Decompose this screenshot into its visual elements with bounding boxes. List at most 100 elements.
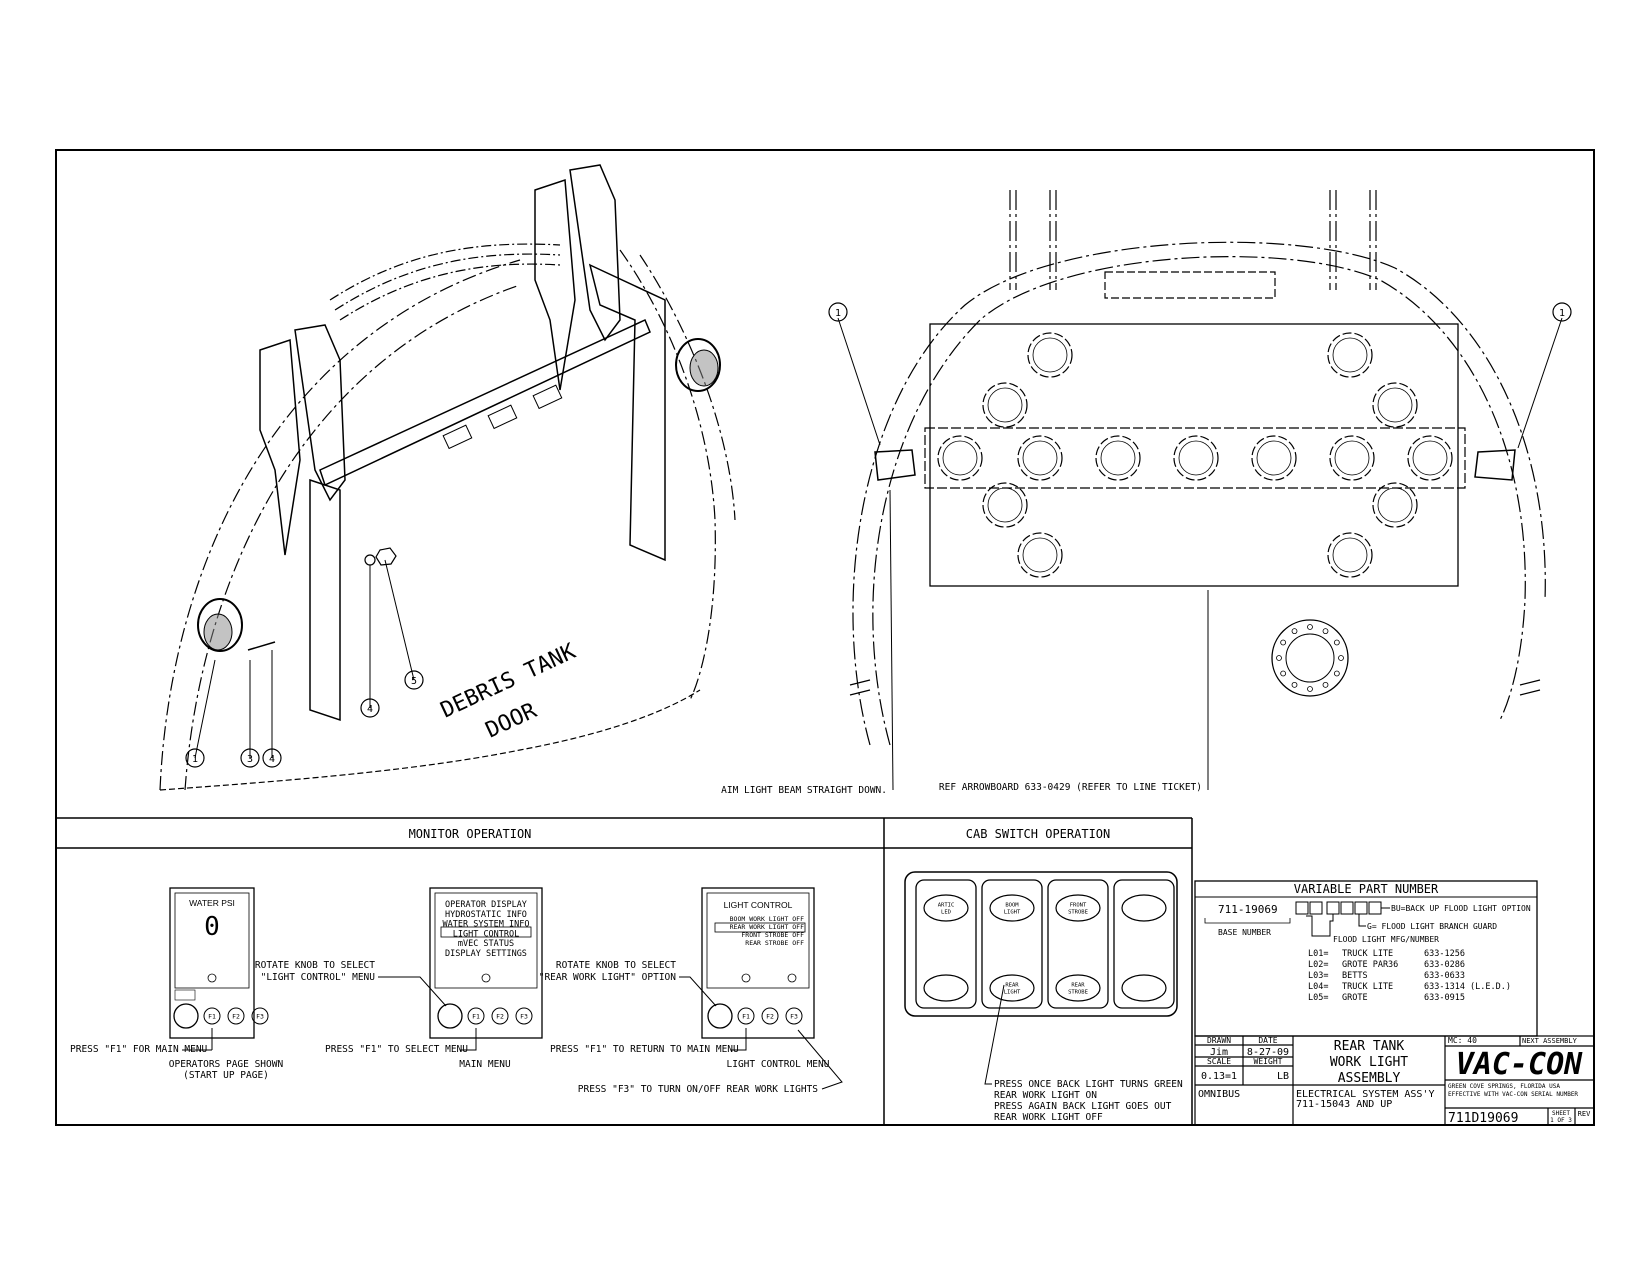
nut — [375, 547, 397, 566]
cab-note-4: REAR WORK LIGHT OFF — [994, 1112, 1103, 1123]
plan-hole — [1027, 332, 1073, 378]
switch-label: LIGHT — [1004, 990, 1021, 996]
tb-location: GREEN COVE SPRINGS, FLORIDA USA — [1448, 1083, 1560, 1090]
function-button — [203, 1007, 221, 1025]
washer — [364, 554, 376, 566]
tb-title-2: WORK LIGHT — [1330, 1055, 1408, 1070]
switch-indicator — [989, 974, 1035, 1002]
balloon-4a — [262, 748, 282, 768]
vpn-option-text: 633-0915 — [1424, 993, 1465, 1003]
vpn-base-label: BASE NUMBER — [1218, 928, 1271, 937]
plan-hole — [1407, 435, 1453, 481]
tb-sheet: 1 OF 3 — [1550, 1117, 1572, 1124]
tank-outline-arc — [334, 253, 561, 311]
tb-mc: MC: 40 — [1448, 1036, 1477, 1045]
iso-balloons: 1 3 4 4 5 — [185, 670, 424, 768]
flange-hole — [1322, 681, 1329, 688]
plan-hole-inner — [1332, 537, 1368, 573]
flange — [1271, 619, 1349, 697]
function-button-label: F2 — [496, 1013, 504, 1021]
right-mount-bracket — [588, 263, 666, 562]
tank-outline-arc — [159, 259, 521, 791]
vpn-header: VARIABLE PART NUMBER — [1294, 882, 1439, 896]
right-work-light — [675, 338, 721, 392]
switch-label: STROBE — [1068, 910, 1088, 916]
plan-hole-inner — [1334, 440, 1370, 476]
tb-sheet-label: SHEET — [1552, 1110, 1570, 1117]
tb-scale-label: SCALE — [1207, 1057, 1231, 1066]
vpn-option-text: L04= — [1308, 982, 1328, 992]
screen3-caption: LIGHT CONTROL MENU — [727, 1059, 830, 1070]
switch-indicator — [1121, 894, 1167, 922]
drawing-border — [55, 149, 1595, 1126]
screen3-knob — [707, 1003, 733, 1029]
function-button — [251, 1007, 269, 1025]
balloon-4b — [360, 698, 380, 718]
tb-drawn: Jim — [1210, 1047, 1228, 1058]
vpn-option-text: 633-1314 (L.E.D.) — [1424, 982, 1511, 992]
flange-hole — [1280, 670, 1287, 677]
flange-hole — [1291, 628, 1298, 635]
plan-hole-inner — [1332, 337, 1368, 373]
switch-label: STROBE — [1068, 990, 1088, 996]
screen2-caption: MAIN MENU — [459, 1059, 511, 1070]
screen3-highlight — [714, 922, 806, 933]
flange-hole — [1307, 686, 1313, 692]
vpn-option-text: BETTS — [1342, 971, 1368, 981]
plan-hole — [1017, 532, 1063, 578]
plan-hole-inner — [1022, 537, 1058, 573]
plan-view — [837, 190, 1563, 791]
bolt — [247, 641, 276, 651]
balloon-4a-text: 4 — [269, 754, 275, 765]
vpn-option-text: L03= — [1308, 971, 1328, 981]
balloon-5-text: 5 — [411, 676, 417, 687]
switch-label: BOOM — [1005, 903, 1019, 909]
vac-con-logo: VAC-CON — [1456, 1047, 1583, 1082]
function-button-label: F3 — [256, 1013, 264, 1021]
tank-outline-arc — [639, 254, 736, 521]
menu-item: LIGHT CONTROL — [453, 929, 520, 939]
cab-note-1: PRESS ONCE BACK LIGHT TURNS GREEN — [994, 1079, 1183, 1090]
switch-indicator — [1055, 974, 1101, 1002]
screen1-value: 0 — [204, 912, 220, 942]
light-row: REAR STROBE OFF — [745, 939, 804, 947]
screen2-rotate-1: ROTATE KNOB TO SELECT — [255, 960, 375, 971]
switch-label: REAR — [1071, 983, 1085, 989]
switch-label: LED — [941, 910, 951, 916]
balloon-plan-right — [1552, 302, 1572, 322]
leader-line — [194, 659, 216, 759]
tb-omnibus: OMNIBUS — [1198, 1089, 1240, 1100]
function-button — [491, 1007, 509, 1025]
tb-rev-label: REV — [1578, 1110, 1591, 1118]
small-light — [532, 384, 563, 410]
balloon-5 — [404, 670, 424, 690]
screen3-note-press: PRESS "F1" TO RETURN TO MAIN MENU — [550, 1044, 739, 1055]
isometric-view — [159, 164, 736, 791]
note-ref-arrowboard: REF ARROWBOARD 633-0429 (REFER TO LINE T… — [939, 782, 1202, 793]
plan-hole — [1329, 435, 1375, 481]
function-button — [227, 1007, 245, 1025]
flange-hole — [1338, 655, 1344, 661]
plan-hole-inner — [1256, 440, 1292, 476]
light-crossbar-bottom — [324, 331, 651, 486]
tb-date: 8-27-09 — [1247, 1047, 1289, 1058]
light-row: REAR WORK LIGHT OFF — [730, 923, 804, 931]
plan-hole-inner — [1100, 440, 1136, 476]
function-button — [761, 1007, 779, 1025]
screen1-title: WATER PSI — [189, 898, 235, 908]
title-block — [1194, 1035, 1595, 1126]
right-hinge-plate-2 — [569, 164, 621, 342]
vpn-option-text: GROTE — [1342, 993, 1368, 1003]
function-button-label: F3 — [790, 1013, 798, 1021]
rocker-switch — [1113, 879, 1175, 1009]
menu-item: mVEC STATUS — [458, 939, 514, 949]
screen3-rotate-1: ROTATE KNOB TO SELECT — [556, 960, 676, 971]
monitor-header: MONITOR OPERATION — [409, 827, 532, 841]
balloon-1 — [185, 748, 205, 768]
light-crossbar — [319, 318, 651, 487]
left-hinge-plate — [259, 338, 301, 556]
flange-hole — [1280, 639, 1287, 646]
